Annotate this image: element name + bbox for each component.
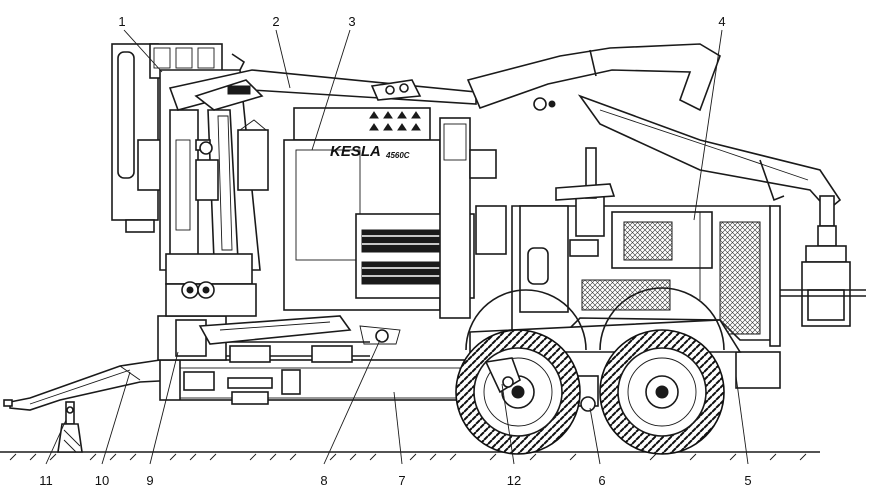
callout-1: 1 (118, 14, 125, 29)
callout-10: 10 (95, 473, 109, 488)
ground (0, 451, 820, 461)
main-boom (168, 69, 477, 111)
chipper-unit: KESLA 4560C (283, 107, 507, 319)
engine-compartment (511, 147, 781, 389)
front-wheel (455, 329, 581, 455)
rear-wheel (599, 329, 725, 455)
grapple (780, 245, 866, 327)
callout-5: 5 (744, 473, 751, 488)
callout-7: 7 (398, 473, 405, 488)
callout-6: 6 (598, 473, 605, 488)
callout-8: 8 (320, 473, 327, 488)
crane-base (157, 315, 401, 361)
crane-column (159, 69, 269, 317)
model-logo-text: 4560C (385, 151, 410, 160)
wheel-cylinder (484, 357, 521, 394)
brand-logo-text: KESLA (330, 143, 381, 160)
callout-11: 11 (39, 473, 53, 488)
callout-4: 4 (718, 14, 725, 29)
callout-3: 3 (348, 14, 355, 29)
main-frame (159, 341, 471, 405)
callout-12: 12 (507, 473, 521, 488)
leader-lines (45, 29, 749, 465)
discharge-spout (466, 43, 721, 112)
callout-9: 9 (146, 473, 153, 488)
rear-crane-boom (577, 94, 842, 247)
callout-2: 2 (272, 14, 279, 29)
drawbar (3, 359, 179, 411)
support-leg (57, 401, 83, 453)
callout-labels: 1 2 3 4 5 6 7 8 9 10 11 12 (39, 14, 751, 488)
